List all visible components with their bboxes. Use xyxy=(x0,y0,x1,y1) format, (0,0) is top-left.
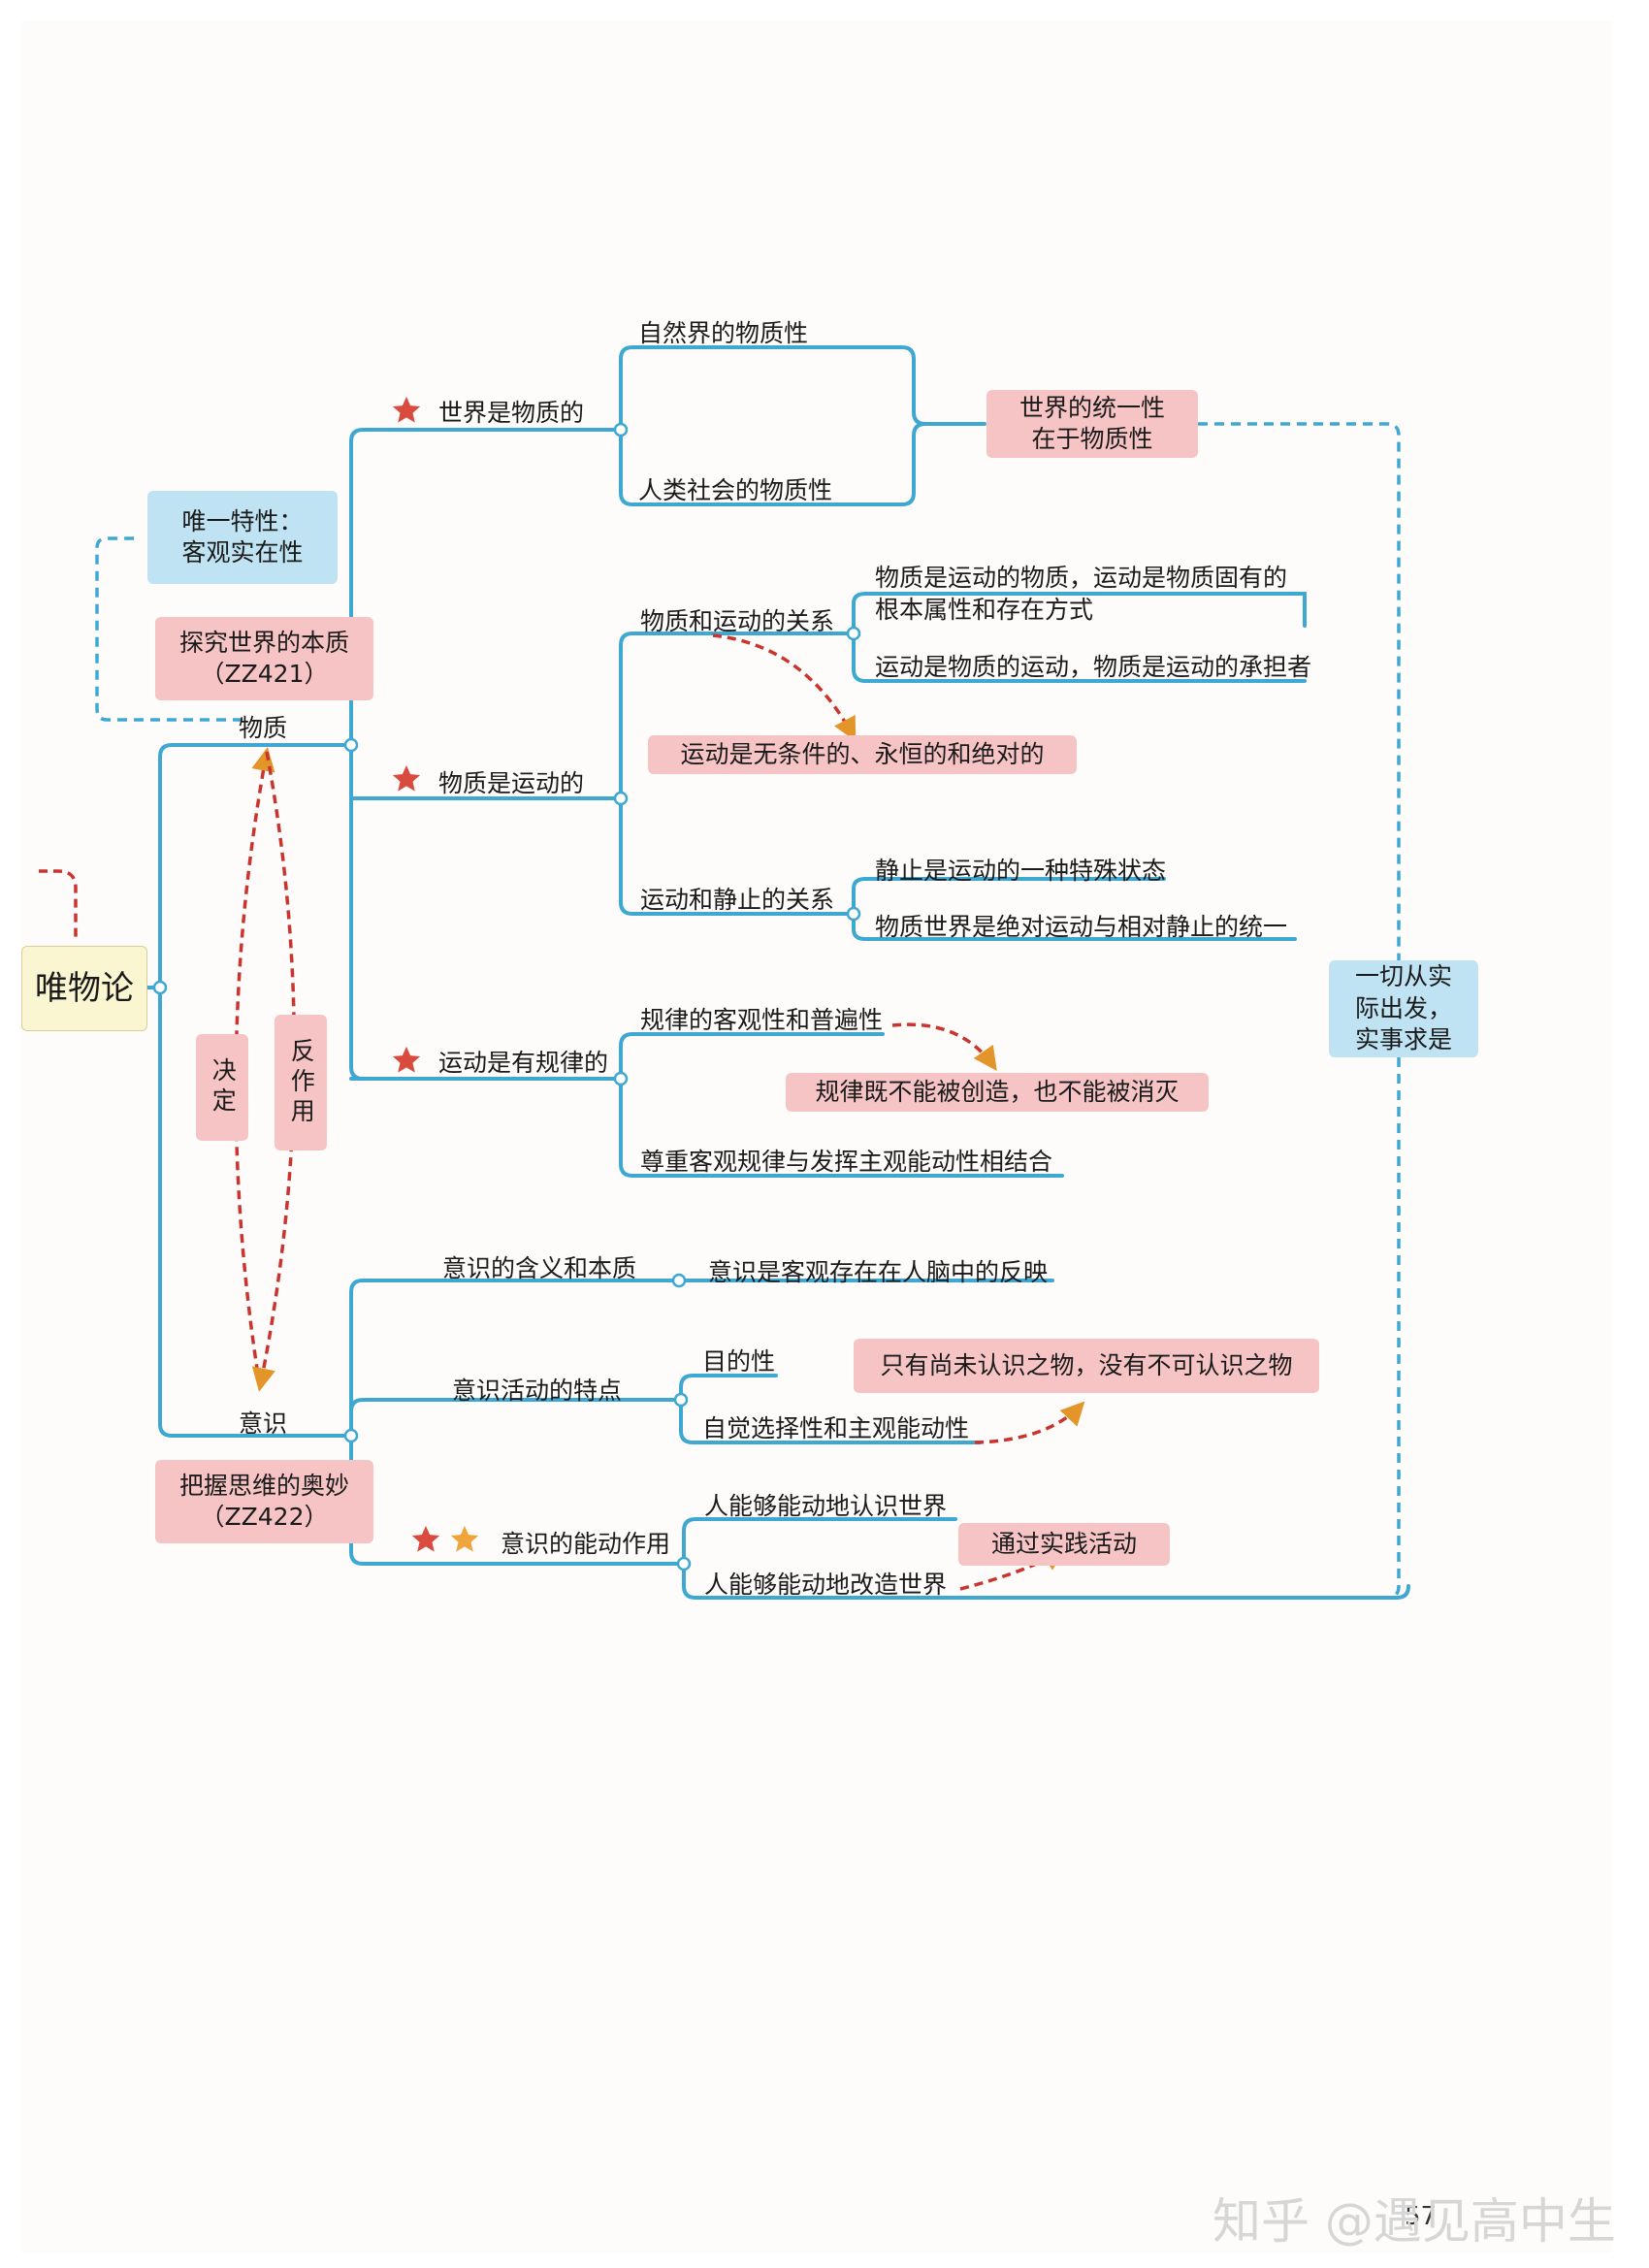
node-dots xyxy=(152,422,861,1571)
emphasis-arrows xyxy=(234,633,1085,1591)
practice-box: 通过实践活动 xyxy=(958,1523,1170,1566)
matter-label: 物质 xyxy=(239,714,288,742)
node-matter-motion-relation: 物质和运动的关系 xyxy=(640,607,835,635)
branch-consciousness-meaning: 意识的含义和本质 xyxy=(442,1254,637,1282)
leaf-society-material: 人类社会的物质性 xyxy=(638,476,833,504)
motion-absolute-box: 运动是无条件的、永恒的和绝对的 xyxy=(648,735,1077,774)
leaf-consciousness-reflection: 意识是客观存在在人脑中的反映 xyxy=(708,1258,1049,1286)
consciousness-label: 意识 xyxy=(239,1409,288,1438)
branch-motion-lawful: 运动是有规律的 xyxy=(438,1049,609,1077)
react-label: 反作用 xyxy=(275,1015,327,1150)
star-icon xyxy=(392,764,421,792)
leaf-absolute-relative: 物质世界是绝对运动与相对静止的统一 xyxy=(875,913,1288,941)
branch-matter-moving: 物质是运动的 xyxy=(438,769,585,797)
gold-star-icon xyxy=(450,1525,479,1552)
unknowable-box: 只有尚未认识之物，没有不可认识之物 xyxy=(854,1339,1319,1393)
dashed-links xyxy=(95,422,1401,1600)
star-icon xyxy=(392,396,421,423)
leaf-law-objective: 规律的客观性和普遍性 xyxy=(640,1006,884,1034)
branch-consciousness-initiative: 意识的能动作用 xyxy=(501,1530,671,1558)
node-motion-rest-relation: 运动和静止的关系 xyxy=(640,886,835,914)
leaf-motion-bearer: 运动是物质的运动，物质是运动的承担者 xyxy=(875,653,1312,681)
leaf-change-world: 人能够能动地改造世界 xyxy=(704,1571,948,1599)
trunk-lines xyxy=(144,345,1410,1600)
seek-truth-box: 一切从实 际出发， 实事求是 xyxy=(1329,960,1478,1057)
section-title-matter: 探究世界的本质 （ZZ421） xyxy=(155,617,373,700)
leaf-rest-special-state: 静止是运动的一种特殊状态 xyxy=(875,857,1167,885)
branch-consciousness-features: 意识活动的特点 xyxy=(452,1377,623,1405)
root-incoming-arrow xyxy=(39,869,78,941)
star-icon xyxy=(392,1046,421,1073)
leaf-selective-initiative: 自觉选择性和主观能动性 xyxy=(702,1414,970,1442)
leaf-purposeful: 目的性 xyxy=(702,1347,776,1376)
star-icon xyxy=(411,1525,440,1552)
branch-world-material: 世界是物质的 xyxy=(438,399,585,427)
watermark: 知乎 @遇见高中生 xyxy=(1212,2193,1616,2250)
leaf-nature-material: 自然界的物质性 xyxy=(638,319,809,347)
leaf-know-world: 人能够能动地认识世界 xyxy=(704,1492,948,1520)
law-cannot-create-box: 规律既不能被创造，也不能被消灭 xyxy=(786,1073,1209,1112)
leaf-respect-law: 尊重客观规律与发挥主观能动性相结合 xyxy=(640,1148,1053,1176)
world-unity-box: 世界的统一性 在于物质性 xyxy=(986,390,1198,458)
decide-label: 决定 xyxy=(196,1034,248,1141)
leaf-motion-attribute: 物质是运动的物质，运动是物质固有的 根本属性和存在方式 xyxy=(875,564,1288,624)
root-node: 唯物论 xyxy=(21,946,147,1031)
section-title-consciousness: 把握思维的奥妙 （ZZ422） xyxy=(155,1460,373,1543)
unique-property-box: 唯一特性： 客观实在性 xyxy=(147,491,338,584)
page-number: 57 xyxy=(1405,2202,1438,2231)
